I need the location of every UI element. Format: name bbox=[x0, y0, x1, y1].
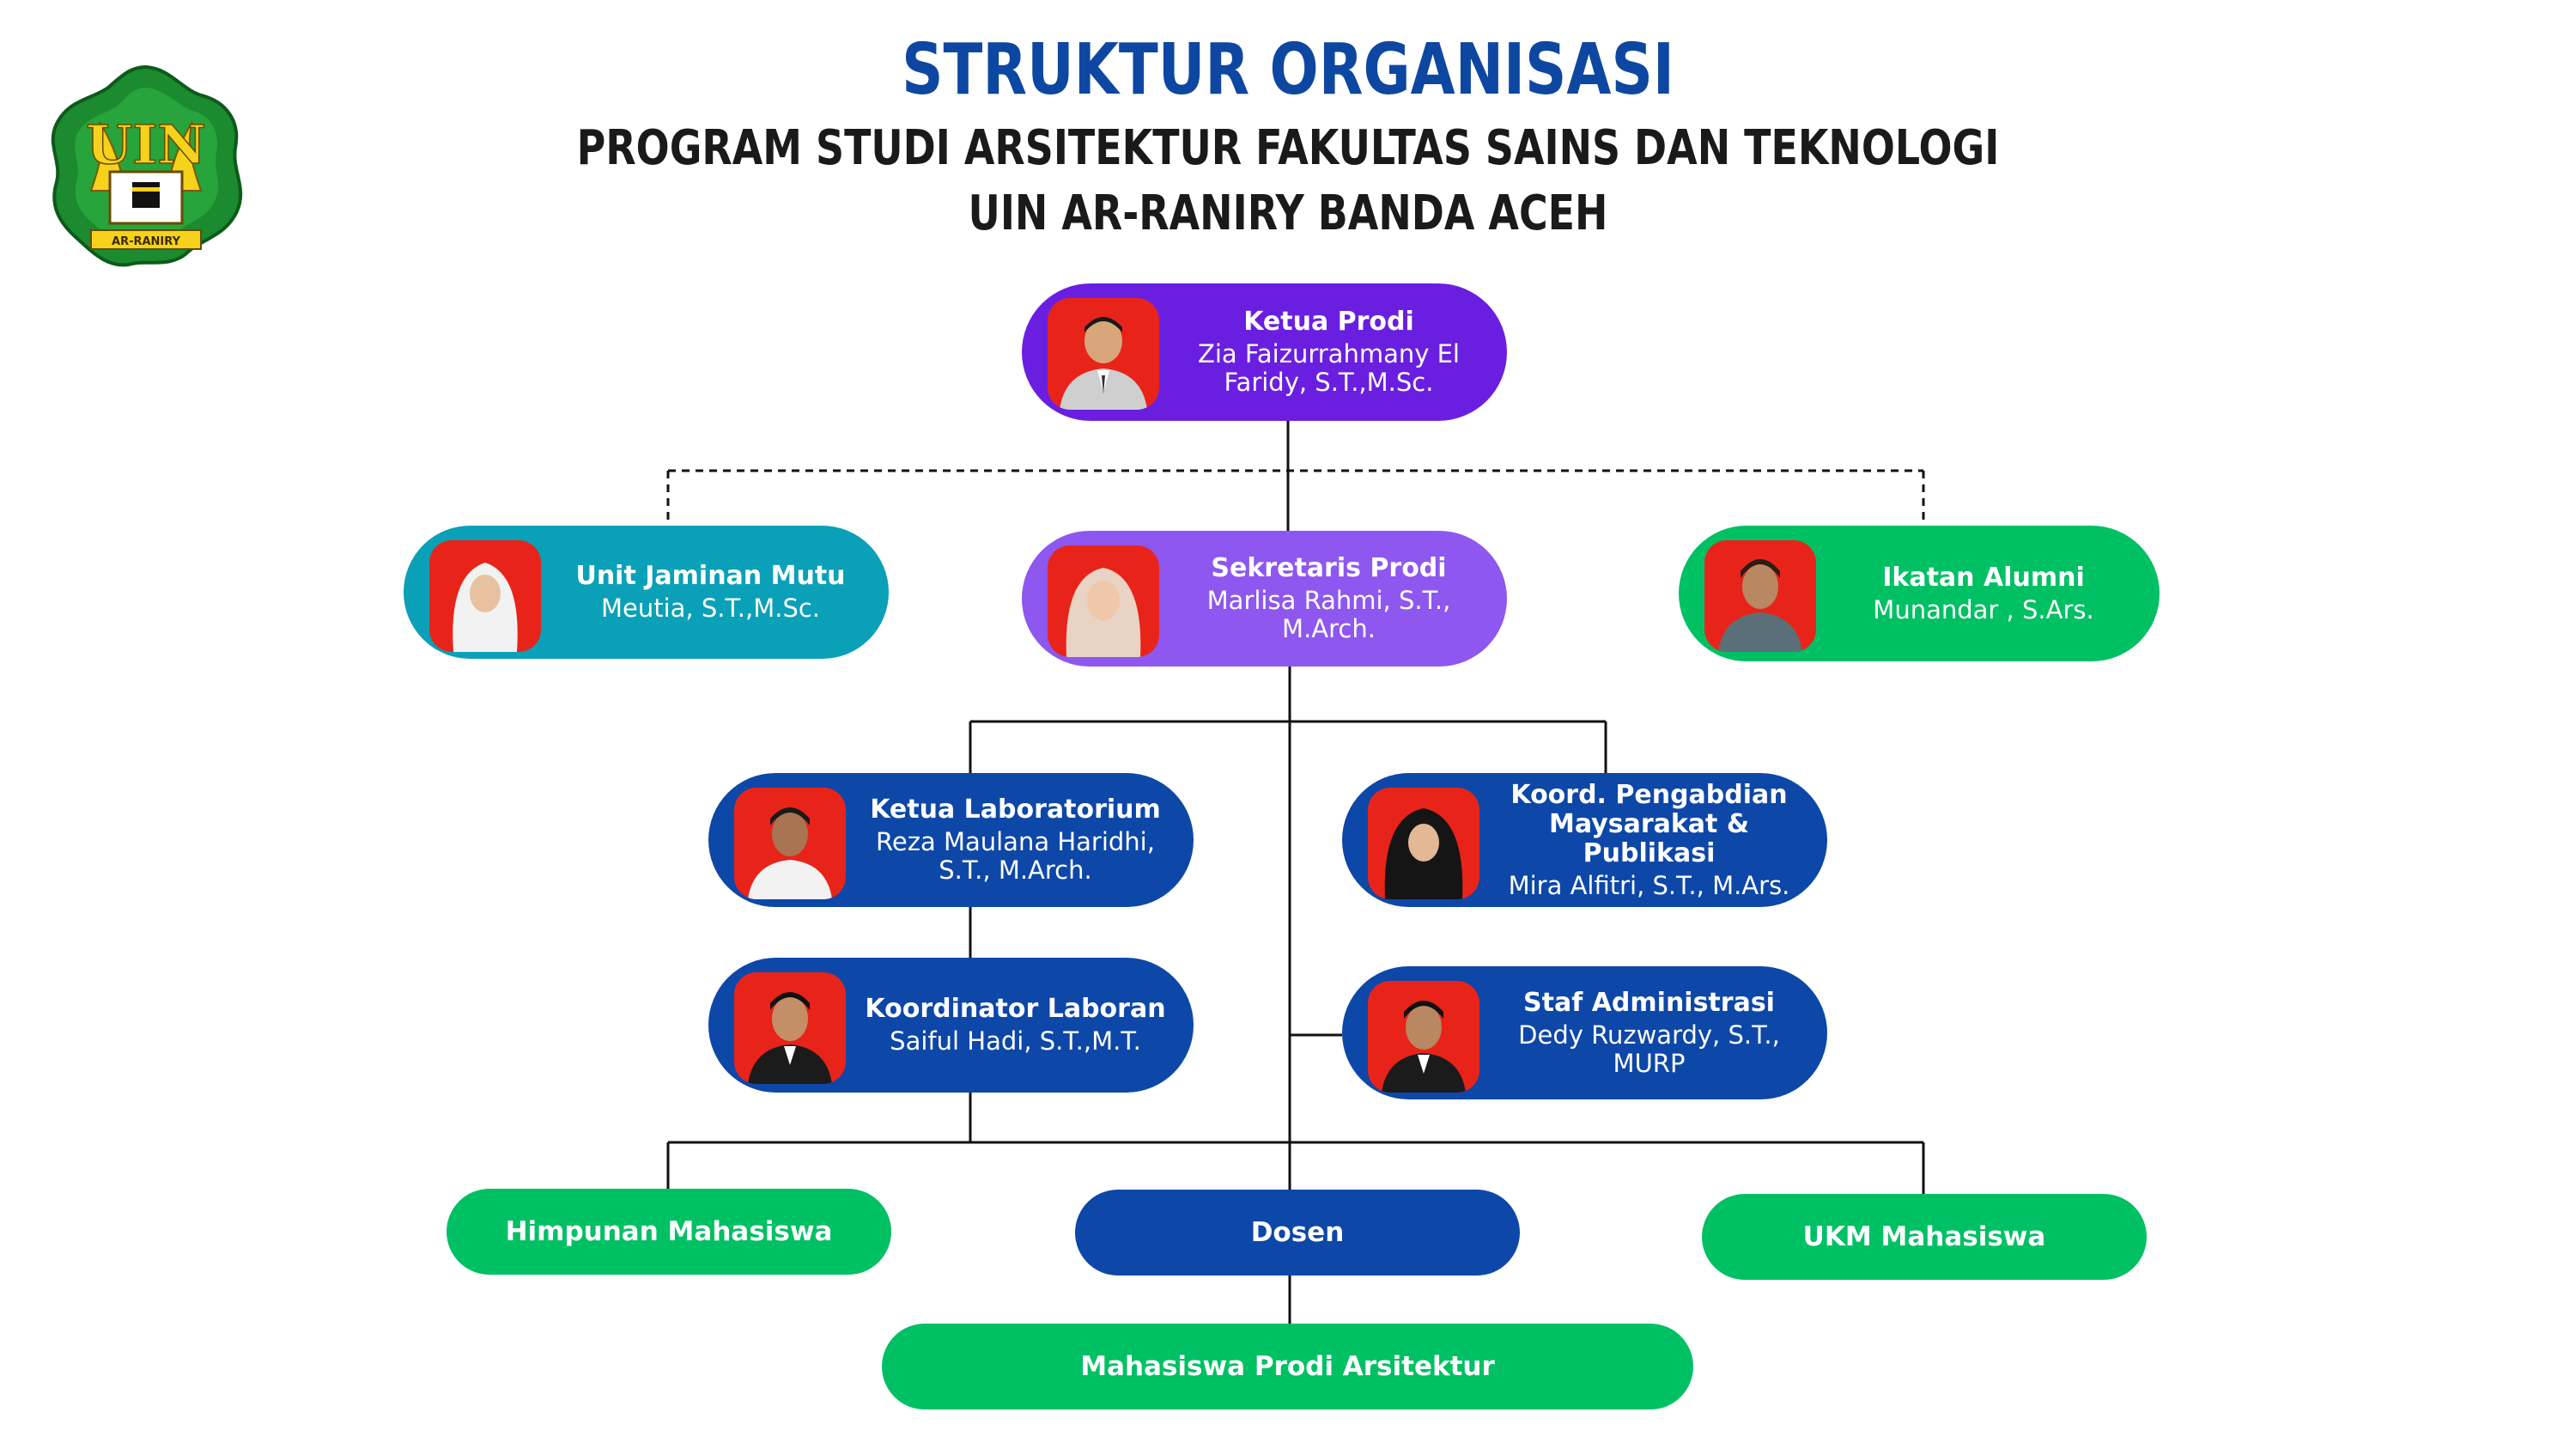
uin-logo: UIN AR-RANIRY bbox=[43, 62, 249, 268]
name-ketua-laboratorium: Reza Maulana Haridhi, S.T., M.Arch. bbox=[876, 827, 1155, 885]
name-unit-jaminan-mutu: Meutia, S.T.,M.Sc. bbox=[600, 594, 821, 623]
role-koordinator-laboran: Koordinator Laboran bbox=[865, 994, 1166, 1024]
group-himpunan-mahasiswa[interactable]: Himpunan Mahasiswa bbox=[447, 1189, 891, 1275]
card-staf-administrasi[interactable]: Staf Administrasi Dedy Ruzwardy, S.T., M… bbox=[1342, 966, 1827, 1099]
card-unit-jaminan-mutu[interactable]: Unit Jaminan Mutu Meutia, S.T.,M.Sc. bbox=[404, 526, 889, 659]
group-mahasiswa-prodi-arsitektur[interactable]: Mahasiswa Prodi Arsitektur bbox=[882, 1324, 1693, 1409]
group-dosen[interactable]: Dosen bbox=[1075, 1190, 1520, 1275]
role-koord-pengabdian: Koord. Pengabdian Maysarakat & Publikasi bbox=[1510, 779, 1788, 868]
page-title: STRUKTUR ORGANISASI bbox=[902, 29, 1674, 111]
portrait-sekretaris-prodi bbox=[1048, 545, 1159, 657]
name-staf-administrasi: Dedy Ruzwardy, S.T., MURP bbox=[1518, 1020, 1780, 1078]
name-koordinator-laboran: Saiful Hadi, S.T.,M.T. bbox=[890, 1026, 1141, 1056]
card-koordinator-laboran[interactable]: Koordinator Laboran Saiful Hadi, S.T.,M.… bbox=[708, 958, 1194, 1093]
name-ikatan-alumni: Munandar , S.Ars. bbox=[1873, 594, 2094, 624]
card-ketua-laboratorium[interactable]: Ketua Laboratorium Reza Maulana Haridhi,… bbox=[708, 773, 1194, 907]
role-ketua-laboratorium: Ketua Laboratorium bbox=[870, 795, 1161, 825]
portrait-ketua-prodi bbox=[1048, 298, 1159, 410]
name-koord-pengabdian: Mira Alfitri, S.T., M.Ars. bbox=[1508, 870, 1790, 900]
card-ikatan-alumni[interactable]: Ikatan Alumni Munandar , S.Ars. bbox=[1679, 526, 2160, 661]
role-ikatan-alumni: Ikatan Alumni bbox=[1882, 562, 2085, 593]
name-ketua-prodi: Zia Faizurrahmany El Faridy, S.T.,M.Sc. bbox=[1197, 339, 1460, 397]
role-unit-jaminan-mutu: Unit Jaminan Mutu bbox=[575, 561, 846, 591]
name-sekretaris-prodi: Marlisa Rahmi, S.T., M.Arch. bbox=[1206, 586, 1451, 643]
logo-text: UIN bbox=[86, 113, 206, 176]
card-koord-pengabdian[interactable]: Koord. Pengabdian Maysarakat & Publikasi… bbox=[1342, 773, 1827, 907]
page-subtitle-line1: PROGRAM STUDI ARSITEKTUR FAKULTAS SAINS … bbox=[576, 120, 2000, 176]
logo-motto: AR-RANIRY bbox=[112, 235, 181, 248]
role-staf-administrasi: Staf Administrasi bbox=[1523, 987, 1775, 1018]
role-ketua-prodi: Ketua Prodi bbox=[1243, 307, 1414, 337]
group-ukm-mahasiswa[interactable]: UKM Mahasiswa bbox=[1702, 1194, 2147, 1280]
card-sekretaris-prodi[interactable]: Sekretaris Prodi Marlisa Rahmi, S.T., M.… bbox=[1022, 531, 1507, 667]
page-subtitle-line2: UIN AR-RANIRY BANDA ACEH bbox=[968, 186, 1608, 241]
portrait-koord-pengabdian bbox=[1368, 788, 1479, 899]
card-ketua-prodi[interactable]: Ketua Prodi Zia Faizurrahmany El Faridy,… bbox=[1022, 283, 1507, 421]
role-sekretaris-prodi: Sekretaris Prodi bbox=[1211, 553, 1447, 583]
portrait-unit-jaminan-mutu bbox=[429, 540, 541, 652]
portrait-staf-administrasi bbox=[1368, 981, 1479, 1093]
portrait-ketua-laboratorium bbox=[734, 788, 846, 899]
portrait-koordinator-laboran bbox=[734, 972, 846, 1084]
portrait-ikatan-alumni bbox=[1704, 540, 1816, 652]
